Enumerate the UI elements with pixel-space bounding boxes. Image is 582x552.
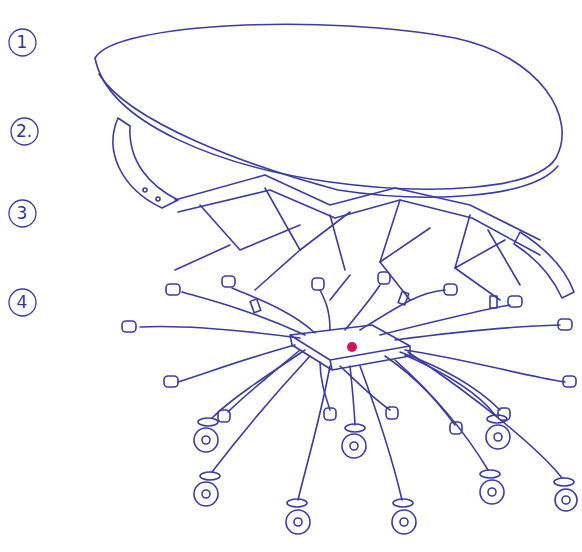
wires bbox=[122, 272, 577, 534]
callout-number: 1 bbox=[17, 34, 28, 51]
top-edge bbox=[99, 74, 558, 197]
callout-circle: 3 bbox=[8, 199, 37, 228]
frame bbox=[113, 118, 574, 313]
callout-circle: 1 bbox=[8, 28, 37, 57]
table-top bbox=[95, 24, 562, 189]
callout-circle: 4 bbox=[8, 288, 37, 317]
callout-number: 3 bbox=[17, 205, 28, 222]
callout-circle: 2. bbox=[10, 117, 39, 146]
callout-number: 4 bbox=[17, 294, 28, 311]
callout-number: 2. bbox=[16, 123, 32, 140]
indicator-dot bbox=[347, 342, 357, 352]
